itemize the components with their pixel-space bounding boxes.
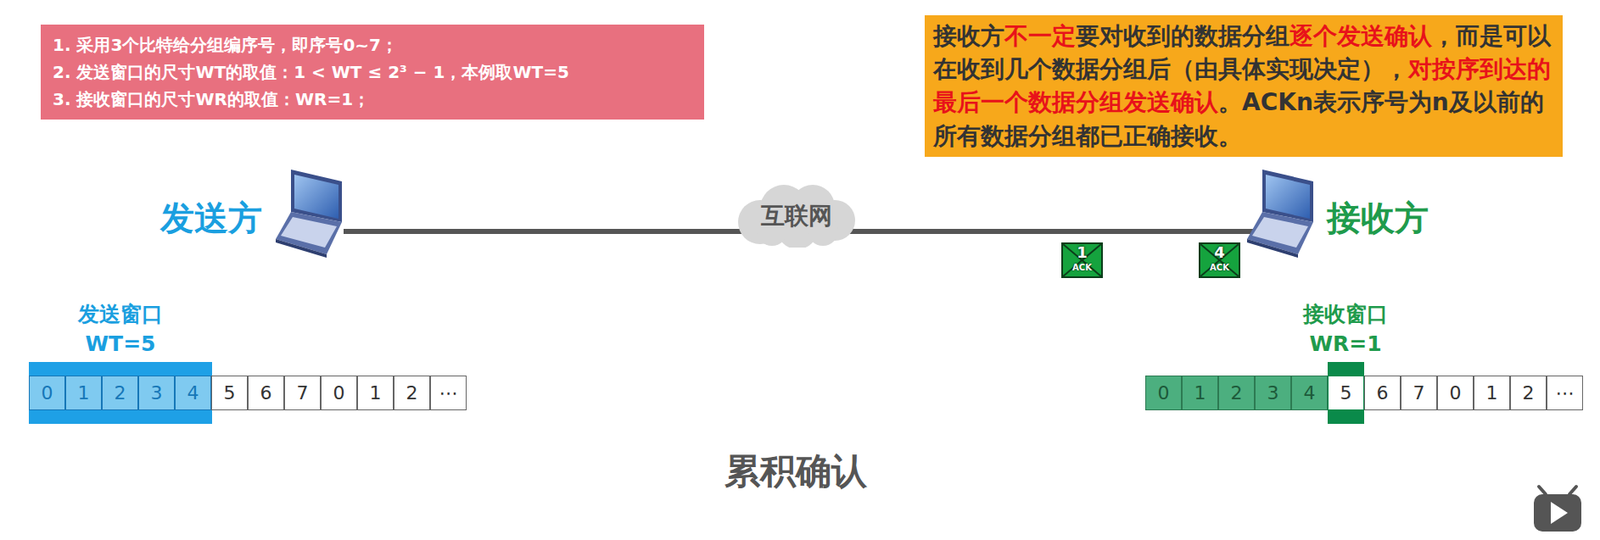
window-label: 发送窗口 (78, 300, 163, 329)
party-label: 接收方 (1326, 195, 1429, 242)
sequence-cell: 7 (284, 375, 321, 411)
info-line: 2. 发送窗口的尺寸WT的取值：1 < WT ≤ 2³ − 1，本例取WT=5 (52, 58, 693, 86)
sequence-cell: 6 (1364, 375, 1401, 411)
receive-window (1327, 362, 1365, 425)
sequence-cell: 1 (357, 375, 394, 411)
sequence-cell: 2 (1510, 375, 1547, 411)
sequence-cell: 1 (65, 375, 102, 411)
ack-label: ACK (1062, 261, 1102, 275)
sequence-cell: ⋯ (1546, 375, 1584, 411)
send-window (28, 362, 213, 425)
sender-laptop (275, 169, 342, 258)
note-text: 要对收到的数据分组 (1075, 22, 1290, 51)
ack-number: 4 (1200, 244, 1239, 262)
sequence-cell: 1 (1181, 375, 1219, 411)
window-label: 接收窗口 (1303, 300, 1388, 329)
sequence-cell: 5 (211, 375, 248, 411)
sequence-cell: 7 (1400, 375, 1438, 411)
sequence-cell: 4 (1291, 375, 1328, 411)
ack-packet: 1ACK (1061, 242, 1103, 279)
highlight-text: 不一定 (1004, 22, 1076, 51)
sequence-cell: 1 (1473, 375, 1511, 411)
sequence-cell: 0 (28, 375, 66, 411)
window-label: WR=1 (1309, 331, 1382, 357)
ack-label: ACK (1200, 261, 1239, 275)
sequence-cell: 5 (1327, 375, 1365, 411)
sequence-cell: 6 (247, 375, 285, 411)
ack-number: 1 (1062, 244, 1102, 262)
window-label: WT=5 (85, 331, 157, 357)
sequence-cell: 0 (1145, 375, 1182, 411)
highlight-text: 逐个发送确认 (1289, 22, 1433, 51)
sequence-cell: 2 (101, 375, 139, 411)
info-line: 1. 采用3个比特给分组编序号，即序号0~7； (52, 31, 693, 59)
note-text: 接收方 (933, 22, 1005, 51)
sequence-cell: 0 (1437, 375, 1474, 411)
caption: 累积确认 (724, 447, 868, 496)
info-box: 1. 采用3个比特给分组编序号，即序号0~7；2. 发送窗口的尺寸WT的取值：1… (40, 24, 705, 120)
info-line: 3. 接收窗口的尺寸WR的取值：WR=1； (52, 85, 693, 113)
bilibili-icon (1533, 486, 1582, 532)
sequence-cell: 2 (1218, 375, 1255, 411)
sequence-cell: 0 (320, 375, 358, 411)
cloud-label: 互联网 (734, 184, 859, 248)
sequence-cell: 4 (174, 375, 212, 411)
party-label: 发送方 (160, 195, 263, 242)
sequence-cell: ⋯ (430, 375, 467, 411)
sequence-cell: 2 (393, 375, 431, 411)
note-box: 接收方不一定要对收到的数据分组逐个发送确认，而是可以在收到几个数据分组后（由具体… (924, 15, 1563, 157)
receiver-laptop (1247, 169, 1314, 258)
internet-cloud: 互联网 (734, 184, 859, 248)
sequence-cell: 3 (1254, 375, 1292, 411)
sequence-cell: 3 (138, 375, 175, 411)
ack-packet: 4ACK (1198, 242, 1241, 279)
